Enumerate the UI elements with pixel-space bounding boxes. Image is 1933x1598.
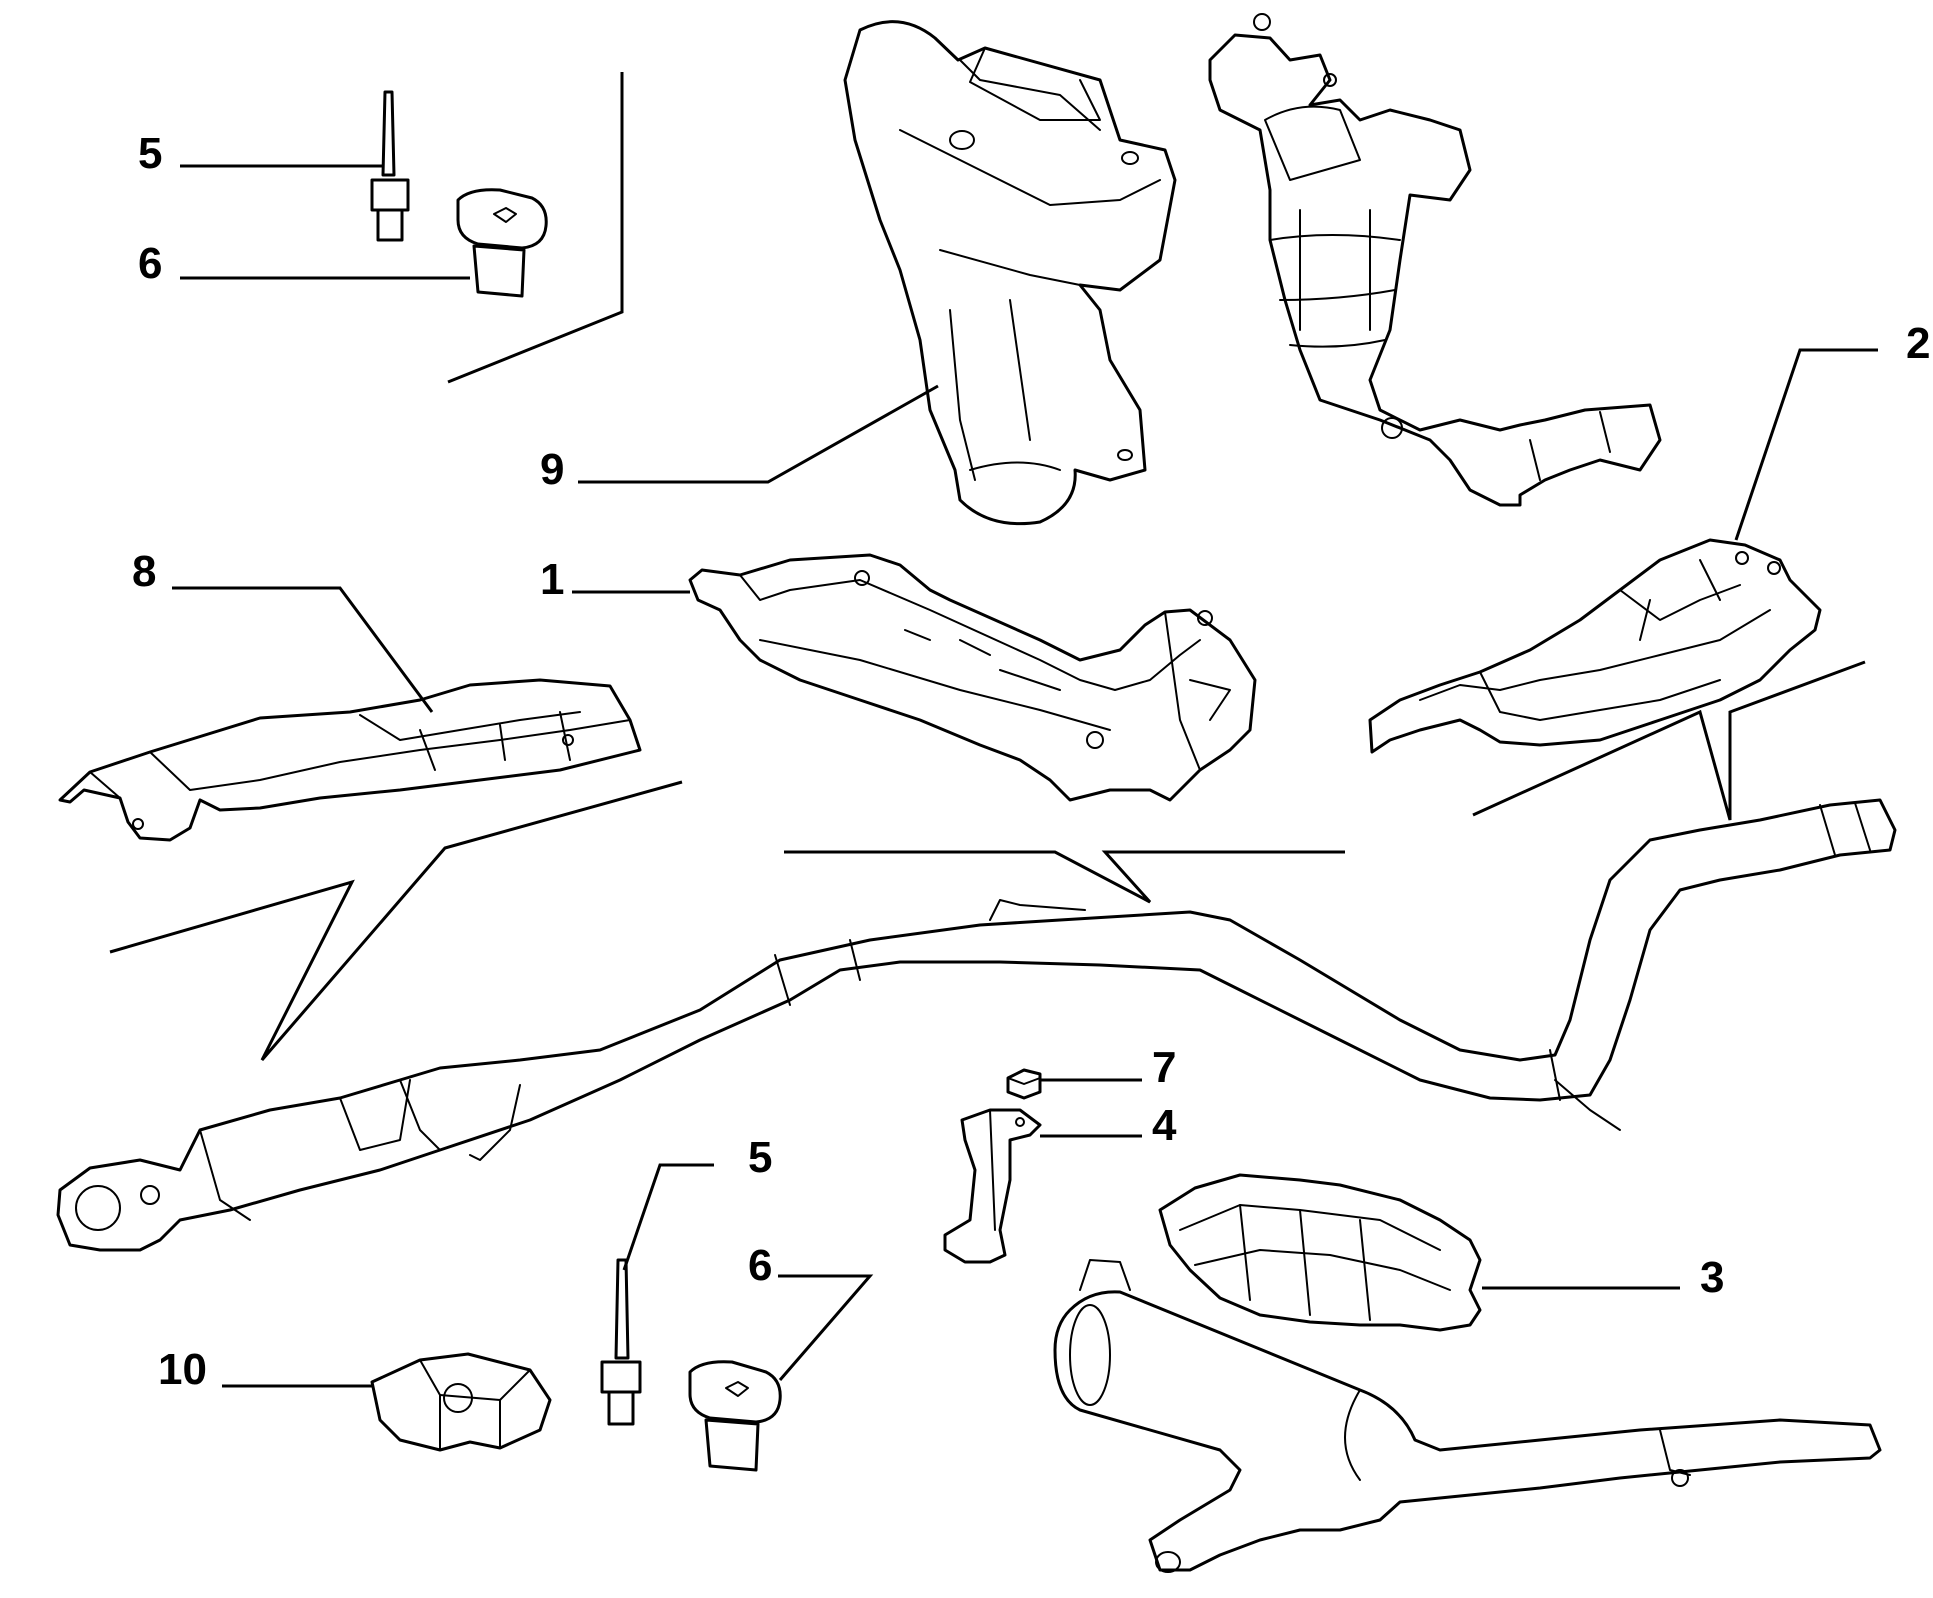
callout-5-bottom: 5 [748,1133,772,1182]
heat-shield-center [688,553,1257,802]
nut [1006,1068,1042,1100]
callout-4: 4 [1152,1101,1177,1150]
heat-shield-right [1368,538,1822,754]
callout-9: 9 [540,445,564,494]
callout-8: 8 [132,547,156,596]
callout-2: 2 [1906,319,1930,368]
divider-right-chevron [1472,660,1866,821]
front-pipe-assembly [56,798,1897,1252]
heat-shield-left [58,678,642,842]
divider-center-chevron [784,850,1345,904]
spring-clip [370,1352,552,1452]
callout-7: 7 [1152,1043,1176,1092]
leader-5-bottom [622,1163,714,1271]
manifold-heat-shield [843,20,1177,526]
callout-10: 10 [158,1345,207,1394]
leader-8 [172,586,434,713]
heat-shield-muffler [1158,1173,1482,1332]
bracket [943,1108,1042,1264]
grommet-bottom [688,1360,782,1472]
pin-fastener-bottom [600,1258,642,1426]
leader-9 [578,384,939,484]
rear-muffler-assembly [1053,1259,1882,1573]
grommet-top [456,188,548,298]
leader-6-bottom [778,1274,874,1381]
divider-left-chevron [109,780,683,1061]
callout-5-top: 5 [138,129,162,178]
callout-3: 3 [1700,1253,1724,1302]
callout-6-bottom: 6 [748,1241,772,1290]
callout-1: 1 [540,555,564,604]
divider-top-left [447,72,624,384]
callout-6-top: 6 [138,239,162,288]
pin-fastener-top [370,90,410,242]
exhaust-manifold-catalyst [1208,13,1662,507]
leader-2 [1734,348,1878,541]
